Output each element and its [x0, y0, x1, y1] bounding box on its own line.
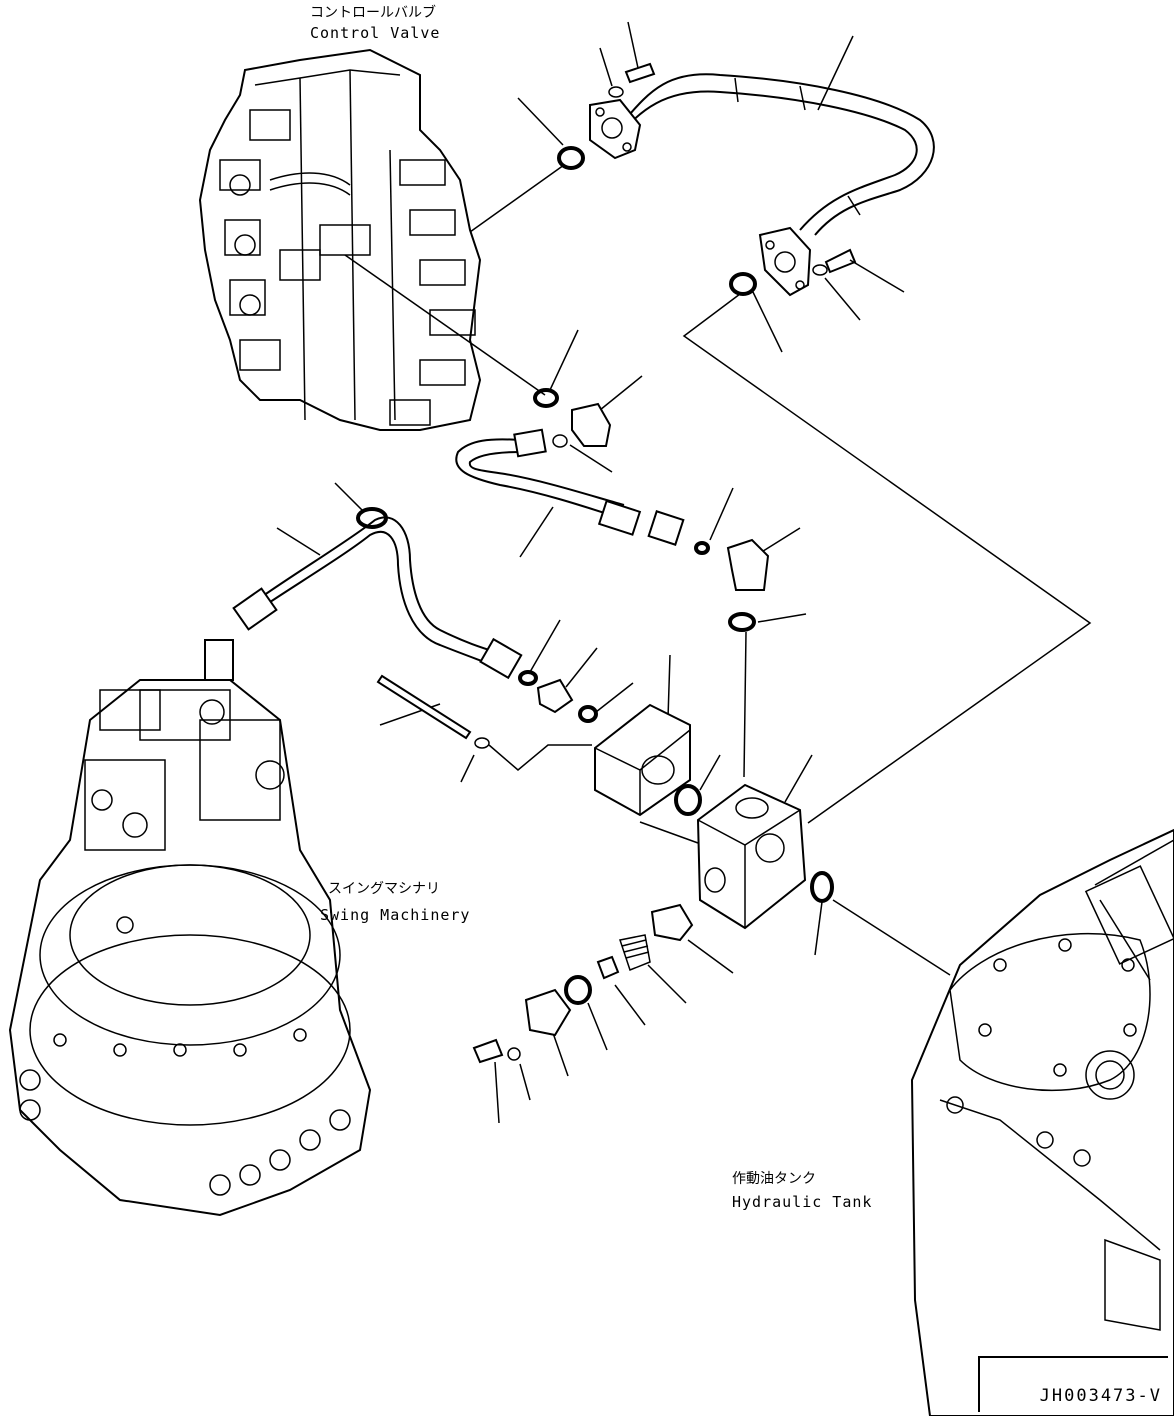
hydraulic-tank-label-jp: 作動油タンク: [732, 1171, 816, 1187]
drawing-id: JH003473-V: [1039, 1386, 1162, 1406]
control-valve-label-en: Control Valve: [310, 24, 441, 42]
hydraulic-tank-label-en: Hydraulic Tank: [732, 1193, 873, 1211]
control-valve-label-jp: コントロールバルブ: [310, 5, 436, 21]
upper-pipe-assembly: [557, 62, 935, 297]
drawing-id-box: JH003473-V: [978, 1356, 1168, 1412]
relief-parts: [472, 903, 694, 1064]
leader-lines: [276, 21, 1092, 1124]
middle-hose: [455, 388, 770, 632]
left-hose: [204, 507, 598, 723]
valve-blocks: [594, 703, 834, 930]
hydraulic-tank: [910, 828, 1174, 1417]
control-valve: [198, 48, 482, 431]
swing-machinery-label-en: Swing Machinery: [320, 906, 471, 924]
rod: [376, 674, 490, 749]
swing-machinery: [8, 679, 372, 1217]
swing-machinery-label-jp: スイングマシナリ: [328, 881, 440, 897]
